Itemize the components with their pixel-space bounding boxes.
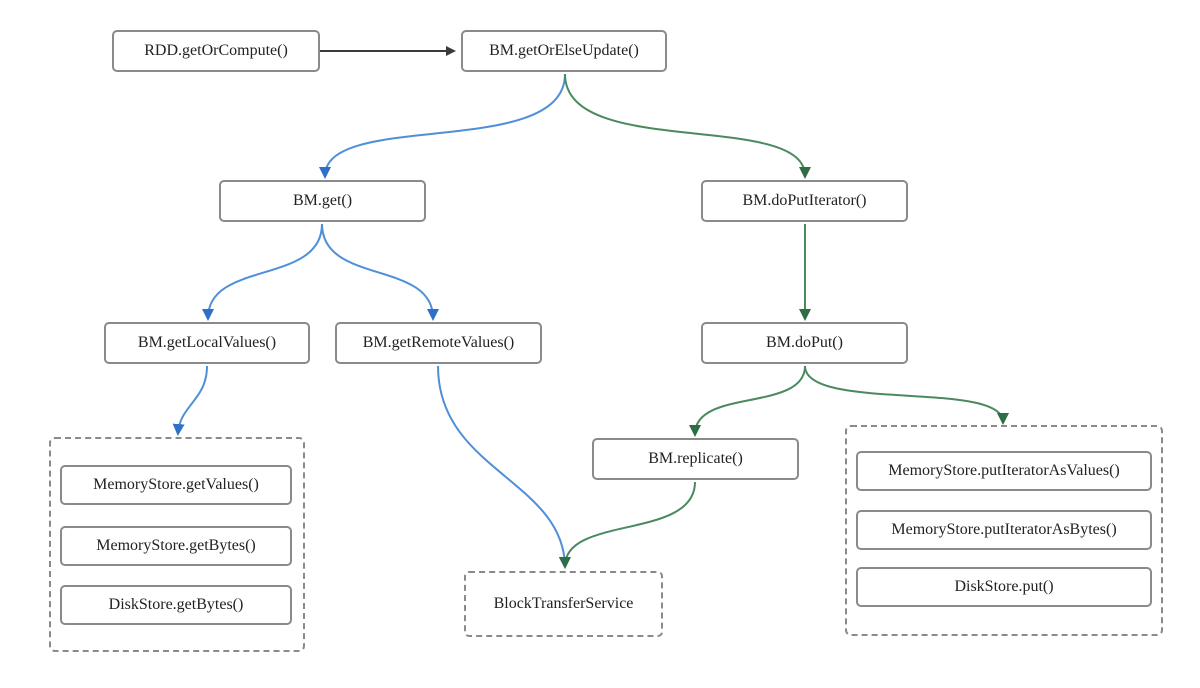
memorystore-getvalues-label: MemoryStore.getValues() — [93, 476, 259, 493]
bm-getorelseupdate-node: BM.getOrElseUpdate() — [461, 30, 667, 72]
bm-replicate-node: BM.replicate() — [592, 438, 799, 480]
bm-doput-node: BM.doPut() — [701, 322, 908, 364]
edge-doput-to-put-stores — [804, 365, 1009, 425]
bm-get-node: BM.get() — [219, 180, 426, 222]
edge-getlocalvalues-to-local-stores — [172, 365, 208, 436]
put-stores-group — [845, 425, 1163, 636]
bm-getlocalvalues-label: BM.getLocalValues() — [137, 334, 277, 351]
memorystore-getvalues-node: MemoryStore.getValues() — [60, 465, 292, 505]
memorystore-getbytes-node: MemoryStore.getBytes() — [60, 526, 292, 566]
bm-getremotevalues-node: BM.getRemoteValues() — [335, 322, 542, 364]
bm-doputiterator-node: BM.doPutIterator() — [701, 180, 908, 222]
bm-get-label: BM.get() — [292, 192, 353, 209]
bm-replicate-label: BM.replicate() — [648, 450, 743, 467]
edge-get-to-getremotevalues — [321, 223, 439, 321]
memorystore-putiteratorasbytes-node: MemoryStore.putIteratorAsBytes() — [856, 510, 1152, 550]
bm-doputiterator-label: BM.doPutIterator() — [742, 192, 867, 209]
local-stores-group — [49, 437, 305, 652]
bm-getlocalvalues-node: BM.getLocalValues() — [104, 322, 310, 364]
edge-get-to-getlocalvalues — [202, 223, 323, 321]
edge-getorelseupdate-to-get — [319, 73, 566, 179]
edge-doput-to-replicate — [689, 365, 806, 437]
bm-doput-label: BM.doPut() — [766, 334, 843, 351]
rdd-getorcompute-label: RDD.getOrCompute() — [144, 42, 288, 59]
blocktransferservice-label: BlockTransferService — [493, 595, 634, 612]
memorystore-putiteratorasvalues-label: MemoryStore.putIteratorAsValues() — [888, 462, 1120, 479]
memorystore-putiteratorasvalues-node: MemoryStore.putIteratorAsValues() — [856, 451, 1152, 491]
memorystore-putiteratorasbytes-label: MemoryStore.putIteratorAsBytes() — [891, 521, 1117, 538]
edge-getremotevalues-to-blocktransferservice — [437, 365, 571, 569]
diskstore-getbytes-node: DiskStore.getBytes() — [60, 585, 292, 625]
diskstore-put-node: DiskStore.put() — [856, 567, 1152, 607]
edge-getorelseupdate-to-doputiterator — [564, 73, 811, 179]
diskstore-put-label: DiskStore.put() — [954, 578, 1054, 595]
rdd-getorcompute-node: RDD.getOrCompute() — [112, 30, 320, 72]
bm-getremotevalues-label: BM.getRemoteValues() — [362, 334, 515, 351]
bm-getorelseupdate-label: BM.getOrElseUpdate() — [489, 42, 639, 59]
diskstore-getbytes-label: DiskStore.getBytes() — [108, 596, 244, 613]
memorystore-getbytes-label: MemoryStore.getBytes() — [96, 537, 256, 554]
edge-replicate-to-blocktransferservice — [559, 481, 696, 569]
blocktransferservice-node: BlockTransferService — [464, 571, 663, 637]
